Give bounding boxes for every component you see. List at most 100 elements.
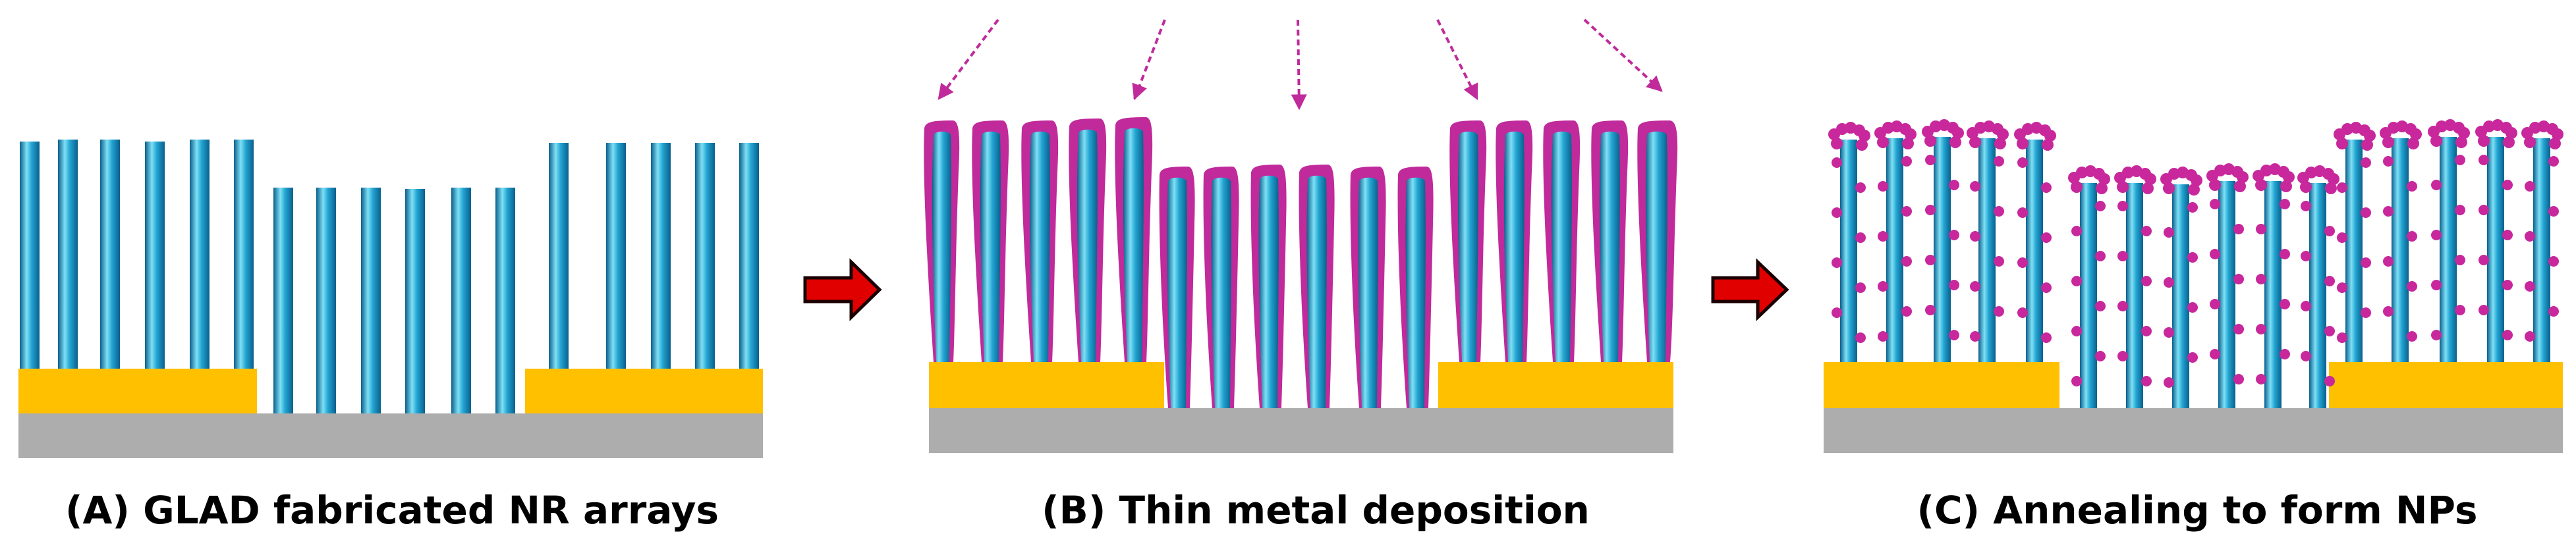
nanoparticle <box>2017 307 2028 318</box>
nanoparticle <box>1925 205 1936 215</box>
nanoparticle <box>2233 224 2244 234</box>
nanoparticle <box>2117 251 2128 261</box>
nanoparticle <box>2301 351 2311 361</box>
nanoparticle <box>1994 256 2004 267</box>
nanoparticle <box>2455 255 2465 265</box>
nanoparticle <box>2071 226 2082 236</box>
nanorod-group-left <box>20 140 254 369</box>
nanorod <box>58 140 78 369</box>
nanoparticle <box>1832 207 1842 218</box>
nanoparticle <box>2548 306 2559 317</box>
coated-nanorod <box>932 131 951 362</box>
process-arrow-icon <box>1711 258 1789 321</box>
nanoparticle <box>1855 282 1866 293</box>
nanoparticle <box>2095 351 2106 361</box>
coated-nanorod <box>1599 131 1620 362</box>
coated-nanorod-group-left <box>924 117 1153 362</box>
nanoparticle <box>2431 330 2442 340</box>
nanorod <box>2026 140 2043 362</box>
nanoparticle-layer <box>1828 119 2563 388</box>
nanoparticle <box>2336 138 2348 149</box>
gold-pad-right <box>525 369 763 413</box>
nanoparticle <box>2163 182 2175 194</box>
nanoparticle <box>2256 374 2266 384</box>
nanoparticle <box>1855 182 1866 193</box>
coated-nanorod <box>1503 131 1525 362</box>
nanoparticle <box>2548 256 2559 267</box>
nanoparticle <box>1831 138 1843 149</box>
deposition-arrow-icon <box>1291 19 1307 111</box>
nanoparticle <box>2233 374 2244 384</box>
nanorod <box>1978 138 1996 362</box>
substrate <box>1824 408 2563 453</box>
nanoparticle <box>2256 274 2266 284</box>
nanoparticle <box>2337 332 2347 343</box>
nanoparticle <box>2361 257 2371 268</box>
nanoparticle <box>1949 280 1959 290</box>
nanoparticle <box>1901 206 1912 217</box>
nanoparticle <box>2337 282 2347 293</box>
nanoparticle <box>2407 281 2417 292</box>
gold-pad-left <box>1824 362 2059 408</box>
nanoparticle <box>2407 231 2417 242</box>
nanorod <box>273 188 293 413</box>
nanoparticle <box>2017 257 2028 268</box>
panel-c-caption: (C) Annealing to form NPs <box>1917 488 2477 533</box>
nanoparticle <box>2044 130 2056 142</box>
nanoparticle <box>2525 181 2535 192</box>
panel-b-caption: (B) Thin metal deposition <box>1042 488 1590 533</box>
nanoparticle <box>2280 199 2290 209</box>
nanoparticle <box>2455 155 2465 165</box>
nanoparticle <box>2383 206 2394 217</box>
nanoparticle <box>2234 180 2246 192</box>
nanoparticle <box>2255 179 2267 191</box>
nanorod <box>2309 183 2326 408</box>
nanoparticle <box>2383 306 2394 317</box>
nanoparticle <box>1949 136 1961 148</box>
nanoparticle <box>1994 306 2004 317</box>
nanoparticle <box>2280 349 2290 359</box>
nanoparticle <box>1952 127 1964 139</box>
nanoparticle <box>2237 171 2249 183</box>
coated-nanorod <box>1645 131 1667 362</box>
nanoparticle <box>2503 136 2515 148</box>
nanoparticle <box>2407 138 2419 149</box>
nanoparticle <box>2117 181 2129 193</box>
nanoparticle <box>2256 224 2266 234</box>
coated-nanorod <box>1306 175 1327 408</box>
nanorod <box>451 188 471 413</box>
nanorod <box>1840 140 1857 362</box>
nanoparticle <box>2188 184 2200 196</box>
nanoparticle <box>2164 227 2174 238</box>
nanoparticle <box>1905 128 1917 140</box>
nanorod <box>100 140 120 369</box>
gold-pad-right <box>2329 362 2563 408</box>
nanoparticle <box>1856 139 1868 151</box>
nanoparticle <box>2524 136 2536 148</box>
panel-a-caption: (A) GLAD fabricated NR arrays <box>65 488 719 533</box>
nanoparticle <box>2210 249 2220 259</box>
panel-b: (B) Thin metal deposition <box>924 18 1678 533</box>
nanoparticle <box>2383 156 2394 167</box>
nanoparticle <box>2549 138 2561 149</box>
nanorod <box>606 143 626 369</box>
nanorod <box>2126 183 2143 408</box>
nanoparticle <box>2502 180 2513 190</box>
nanorod <box>20 142 40 369</box>
nanoparticle <box>2142 182 2154 194</box>
nanoparticle <box>2164 327 2174 338</box>
coated-nanorod <box>1167 177 1187 408</box>
nanoparticle <box>2141 376 2152 386</box>
nanoparticle <box>2324 276 2335 286</box>
nanoparticle <box>2407 181 2417 192</box>
deposition-arrow-icon <box>1436 19 1478 101</box>
nanoparticle <box>1994 138 2006 149</box>
nanoparticle <box>2337 182 2347 193</box>
nanoparticle <box>2301 251 2311 261</box>
nanoparticle <box>2017 157 2028 168</box>
deposition-arrow-icon <box>1132 19 1166 101</box>
nanoparticle <box>2117 351 2128 361</box>
nanoparticle <box>1901 256 1912 267</box>
nanoparticle <box>2430 135 2442 147</box>
